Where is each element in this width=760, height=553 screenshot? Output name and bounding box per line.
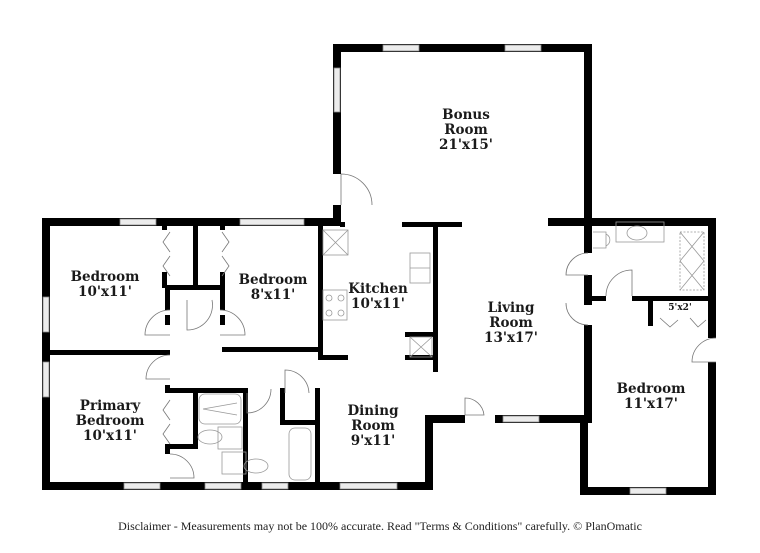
room-name-line1: Kitchen	[348, 281, 408, 297]
room-name-line1: Bedroom	[70, 269, 140, 285]
room-dimensions: 10'x11'	[78, 284, 132, 300]
room-bedroom-3: Bedroom 11'x17'	[617, 382, 686, 412]
room-dimensions: 10'x11'	[351, 296, 405, 312]
room-name-line2: Room	[489, 315, 533, 331]
room-dimensions: 8'x11'	[250, 287, 296, 303]
disclaimer-text: Disclaimer - Measurements may not be 100…	[118, 519, 642, 533]
room-bedroom-1: Bedroom 10'x11'	[71, 270, 140, 300]
room-name-line1: Bedroom	[616, 381, 686, 397]
room-closet: 5'x2'	[668, 303, 691, 313]
room-primary-bedroom: Primary Bedroom 10'x11'	[76, 399, 145, 444]
closet-doors	[162, 231, 707, 445]
room-name-line1: Primary	[79, 398, 141, 414]
room-dimensions: 5'x2'	[668, 303, 692, 313]
room-dimensions: 13'x17'	[484, 330, 538, 346]
windows	[42, 44, 667, 495]
room-dimensions: 10'x11'	[83, 428, 137, 444]
room-dining-room: Dining Room 9'x11'	[347, 404, 398, 449]
fixtures	[197, 221, 705, 481]
room-living-room: Living Room 13'x17'	[484, 301, 538, 346]
doors	[144, 173, 717, 479]
room-name-line1: Bedroom	[238, 272, 308, 288]
room-kitchen: Kitchen 10'x11'	[348, 282, 408, 312]
room-dimensions: 21'x15'	[439, 137, 493, 153]
room-dimensions: 9'x11'	[350, 433, 396, 449]
room-bedroom-2: Bedroom 8'x11'	[239, 273, 308, 303]
room-dimensions: 11'x17'	[624, 396, 678, 412]
room-name-line1: Dining	[347, 403, 399, 419]
room-name-line2: Bedroom	[75, 413, 145, 429]
room-name-line1: Bonus	[442, 107, 490, 123]
room-name-line2: Room	[444, 122, 488, 138]
room-name-line1: Living	[487, 300, 535, 316]
room-name-line2: Room	[351, 418, 395, 434]
room-bonus-room: Bonus Room 21'x15'	[439, 108, 493, 153]
